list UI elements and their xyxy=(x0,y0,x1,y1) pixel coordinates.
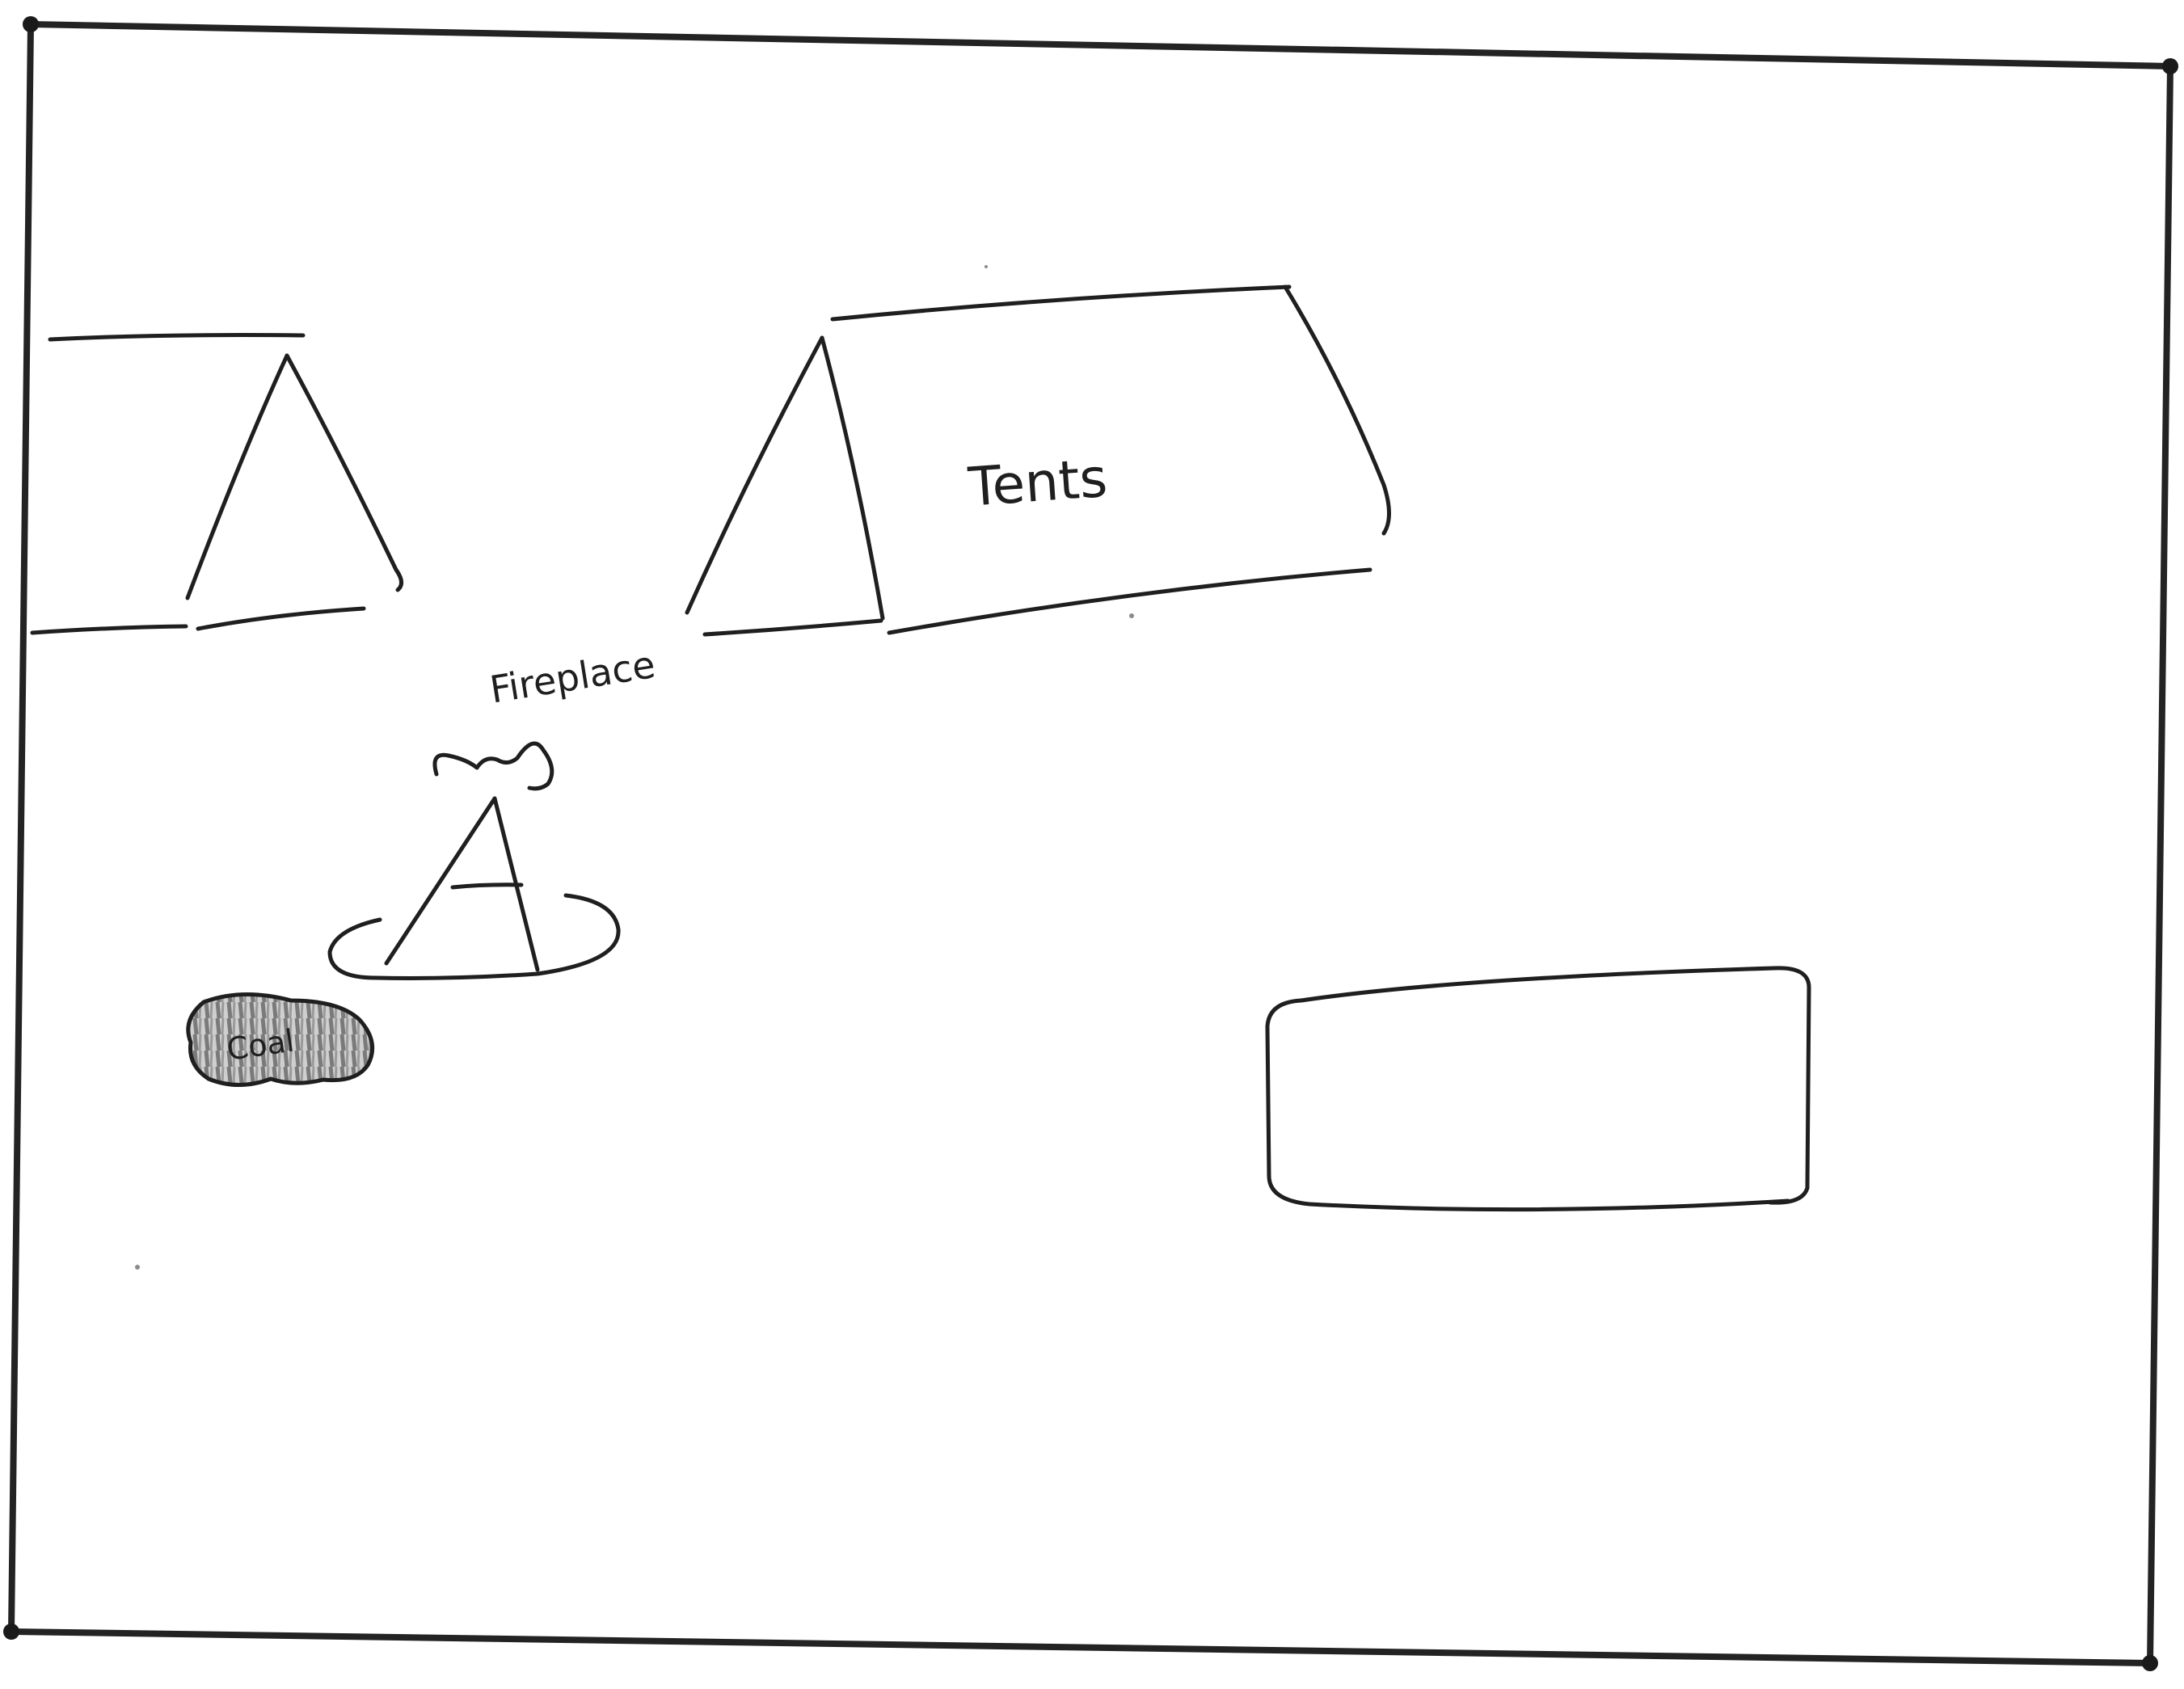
corner-dot xyxy=(3,1624,19,1640)
coal-sketch xyxy=(186,992,375,1087)
corner-dot xyxy=(2142,1655,2158,1671)
rectangle-sketch xyxy=(1265,966,1811,1212)
corner-dot xyxy=(2162,58,2178,74)
flame-icon xyxy=(432,741,554,791)
tent-left-sketch xyxy=(30,333,403,635)
fireplace-sketch xyxy=(327,741,621,980)
corner-dot xyxy=(23,16,39,32)
page-frame xyxy=(3,16,2178,1671)
fireplace-label: Fireplace xyxy=(487,642,658,712)
paper-specks xyxy=(135,265,1134,1270)
tents-label: Tents xyxy=(966,447,1110,519)
tent-main-sketch xyxy=(685,284,1391,637)
